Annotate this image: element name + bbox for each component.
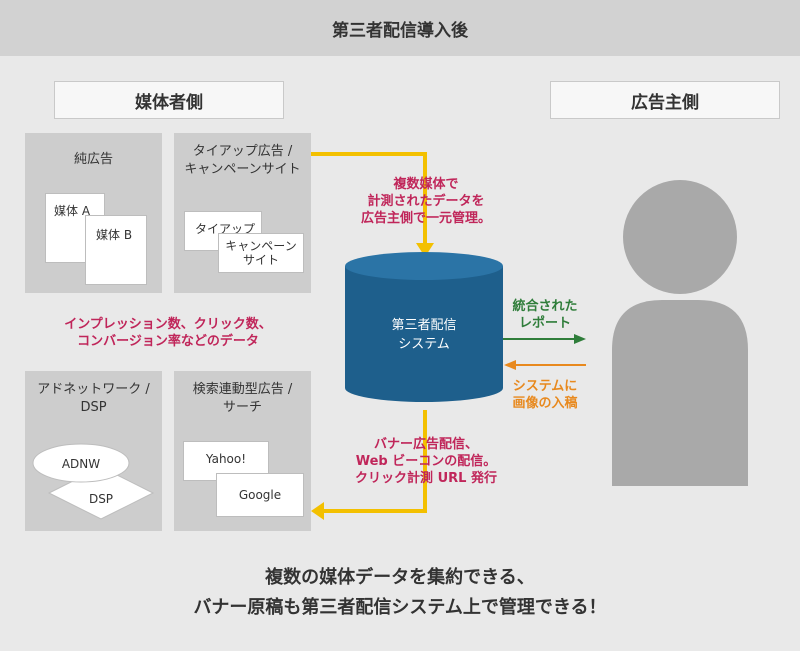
google-card: Google xyxy=(216,473,304,517)
header-bar: 第三者配信導入後 xyxy=(0,0,800,56)
media-side-label: 媒体者側 xyxy=(54,81,284,119)
campaign-site-card: キャンペーン サイト xyxy=(218,233,304,273)
upload-label: システムに 画像の入稿 xyxy=(512,379,578,411)
dsp-label: DSP xyxy=(89,492,113,506)
metrics-note: インプレッション数、クリック数、 コンバージョン率などのデータ xyxy=(64,317,272,349)
panel-title: タイアップ広告 / キャンペーンサイト xyxy=(184,144,301,177)
yellow-arrow-down-head xyxy=(416,243,434,257)
panel-title: アドネットワーク / DSP xyxy=(37,382,150,415)
panel-adnetwork: アドネットワーク / DSP ADNW DSP xyxy=(25,371,162,531)
panel-search: 検索連動型広告 / サーチ Yahoo! Google xyxy=(174,371,311,531)
page-title: 第三者配信導入後 xyxy=(332,20,468,41)
advertiser-side-label: 広告主側 xyxy=(550,81,780,119)
report-label: 統合された レポート xyxy=(512,299,578,331)
bottom-note: バナー広告配信、 Web ビーコンの配信。 クリック計測 URL 発行 xyxy=(355,437,497,486)
orange-arrow-head xyxy=(504,360,516,370)
adnw-ellipse-shape xyxy=(32,443,130,483)
panel-tieup: タイアップ広告 / キャンペーンサイト タイアップ キャンペーン サイト xyxy=(174,133,311,293)
adnw-label: ADNW xyxy=(62,457,100,471)
media-b-card: 媒体 B xyxy=(85,215,147,285)
panel-pure-ad: 純広告 媒体 A 媒体 B xyxy=(25,133,162,293)
adnw-dsp-diagram: ADNW DSP xyxy=(32,443,155,520)
system-cylinder xyxy=(345,252,503,402)
panel-title: 検索連動型広告 / サーチ xyxy=(192,382,293,415)
system-label: 第三者配信 システム xyxy=(391,318,457,352)
yellow-arrow-left-head xyxy=(311,502,324,520)
advertiser-person-icon xyxy=(612,180,748,486)
footer-summary: 複数の媒体データを集約できる、 バナー原稿も第三者配信システム上で管理できる！ xyxy=(193,567,607,618)
yellow-arrow-down-line xyxy=(311,152,427,245)
panel-title: 純広告 xyxy=(73,152,113,167)
yellow-arrow-left-line xyxy=(322,410,427,513)
tieup-card: タイアップ xyxy=(184,211,262,251)
top-note: 複数媒体で 計測されたデータを 広告主側で一元管理。 xyxy=(360,177,491,226)
green-arrow-head xyxy=(574,334,586,344)
